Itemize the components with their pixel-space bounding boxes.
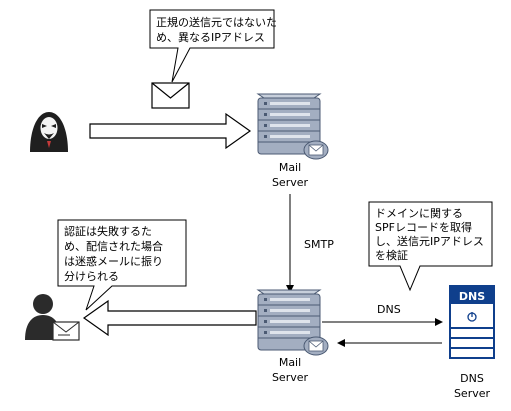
mail-server-icon: [256, 289, 329, 356]
dns-edge-label: DNS: [377, 303, 401, 316]
fail-callout-line-4: 分けられる: [64, 270, 119, 283]
bottom-server-label-1: Mail: [279, 356, 301, 369]
user-icon: [25, 294, 80, 341]
spf-callout-line-4: を検証: [375, 248, 408, 262]
dns-server-label-1: DNS: [460, 372, 484, 385]
spf-callout-line-1: ドメインに関する: [375, 207, 463, 220]
spf-callout-line-3: し、送信元IPアドレス: [375, 234, 484, 248]
hacker-icon: [30, 112, 68, 152]
spf-callout-line-2: SPFレコードを取得: [375, 221, 472, 234]
smtp-label: SMTP: [304, 238, 334, 251]
spoof-callout-line-1: 正規の送信元ではないた: [156, 15, 277, 29]
spf-callout: ドメインに関する SPFレコードを取得 し、送信元IPアドレス を検証: [368, 201, 493, 292]
dns-server-icon: DNS: [449, 285, 495, 359]
fail-callout-line-1: 認証は失敗するた: [64, 224, 152, 238]
dns-server-label-2: Server: [454, 387, 491, 400]
spoof-callout: 正規の送信元ではないた め、異なるIPアドレス: [149, 9, 277, 83]
dns-badge: DNS: [459, 290, 485, 303]
top-server-label-2: Server: [272, 176, 309, 189]
mail-server-icon: [256, 93, 329, 160]
deliver-arrow: [82, 299, 257, 337]
fail-callout-line-3: は迷惑メールに振り: [64, 254, 163, 268]
spoof-callout-line-2: め、異なるIPアドレス: [156, 31, 265, 44]
fail-callout: 認証は失敗するた め、配信された場合 は迷惑メールに振り 分けられる: [57, 219, 187, 311]
fail-callout-line-2: め、配信された場合: [64, 239, 163, 253]
bottom-server-label-2: Server: [272, 371, 309, 384]
spoof-send-arrow: [89, 112, 252, 150]
top-server-label-1: Mail: [279, 161, 301, 174]
envelope-icon: [151, 82, 190, 109]
